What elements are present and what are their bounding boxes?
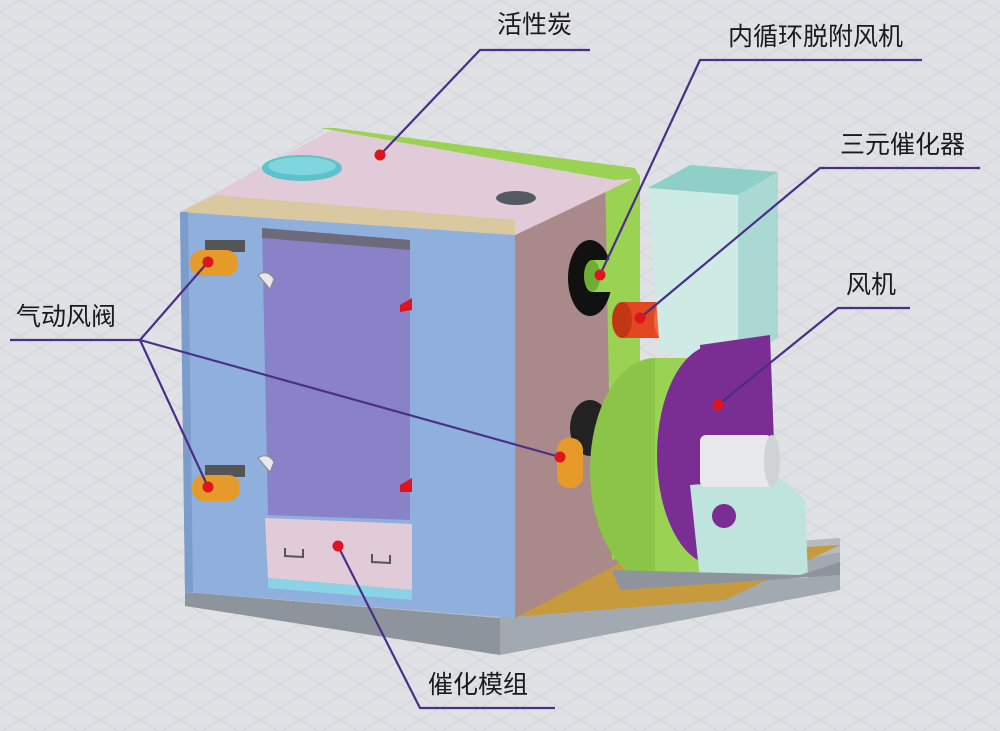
leader-lines [10, 48, 980, 710]
marker-catalyst [634, 312, 646, 324]
front-left-edge [180, 212, 193, 592]
leader-valve-upper [139, 261, 209, 341]
marker-valve-upper [202, 256, 214, 268]
label-three-way-catalyst: 三元催化器 [840, 130, 966, 159]
marker-activated-carbon [374, 149, 386, 161]
marker-catalytic-module [332, 540, 344, 552]
leader-catalyst [639, 166, 980, 319]
label-catalytic-module: 催化模组 [428, 670, 529, 699]
cabinet-top-front-strip [180, 195, 515, 235]
valve-lower-left [192, 465, 245, 501]
exhaust-duct [648, 165, 778, 362]
leader-valve-lower [139, 339, 209, 488]
marker-internal-fan [594, 269, 606, 281]
leader-fan [717, 306, 910, 406]
catalytic-drawer [265, 518, 412, 600]
marker-valve-lower [202, 481, 214, 493]
label-internal-circulation-fan: 内循环脱附风机 [728, 22, 904, 51]
top-inlet [262, 155, 342, 181]
desorption-fan-pipe [584, 260, 632, 292]
leader-valve-side [139, 338, 561, 459]
leader-catalytic-module [337, 545, 555, 710]
top-port [496, 191, 536, 205]
label-fan: 风机 [846, 270, 897, 299]
access-door [257, 228, 412, 520]
leader-activated-carbon [379, 48, 590, 156]
valve-side [557, 438, 583, 488]
label-pneumatic-valve: 气动风阀 [16, 302, 117, 331]
leader-internal-fan [599, 58, 922, 276]
marker-valve-side [554, 451, 566, 463]
markers [202, 149, 724, 552]
fan-motor [612, 435, 840, 590]
marker-fan [712, 399, 724, 411]
cabinet-top-edge [320, 128, 640, 180]
label-activated-carbon: 活性炭 [497, 10, 573, 39]
